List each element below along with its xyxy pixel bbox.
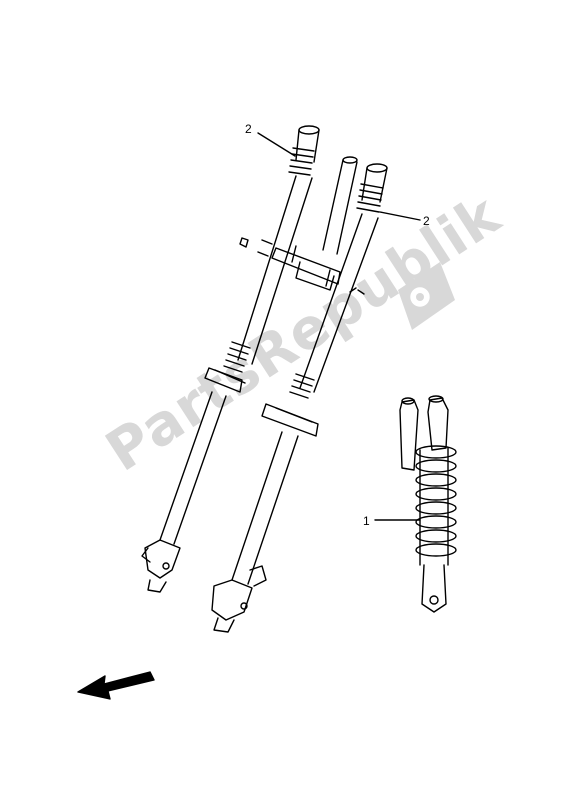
- fork-spring-right-top: [356, 183, 384, 213]
- fork-left: [141, 125, 320, 593]
- fork-right: [211, 156, 388, 633]
- leader-line-2-left: [257, 132, 296, 157]
- callout-fork-spring-right: 2: [423, 214, 430, 228]
- leader-line-2-right: [379, 211, 421, 221]
- shock-spring: [415, 445, 457, 557]
- gear-icon: [398, 262, 455, 330]
- rear-shock-absorber: [399, 395, 457, 613]
- arrow-front-icon: [77, 671, 155, 700]
- callout-rear-shock: 1: [363, 514, 370, 528]
- callout-fork-spring-left: 2: [245, 122, 252, 136]
- fork-spring-left-top: [288, 147, 315, 176]
